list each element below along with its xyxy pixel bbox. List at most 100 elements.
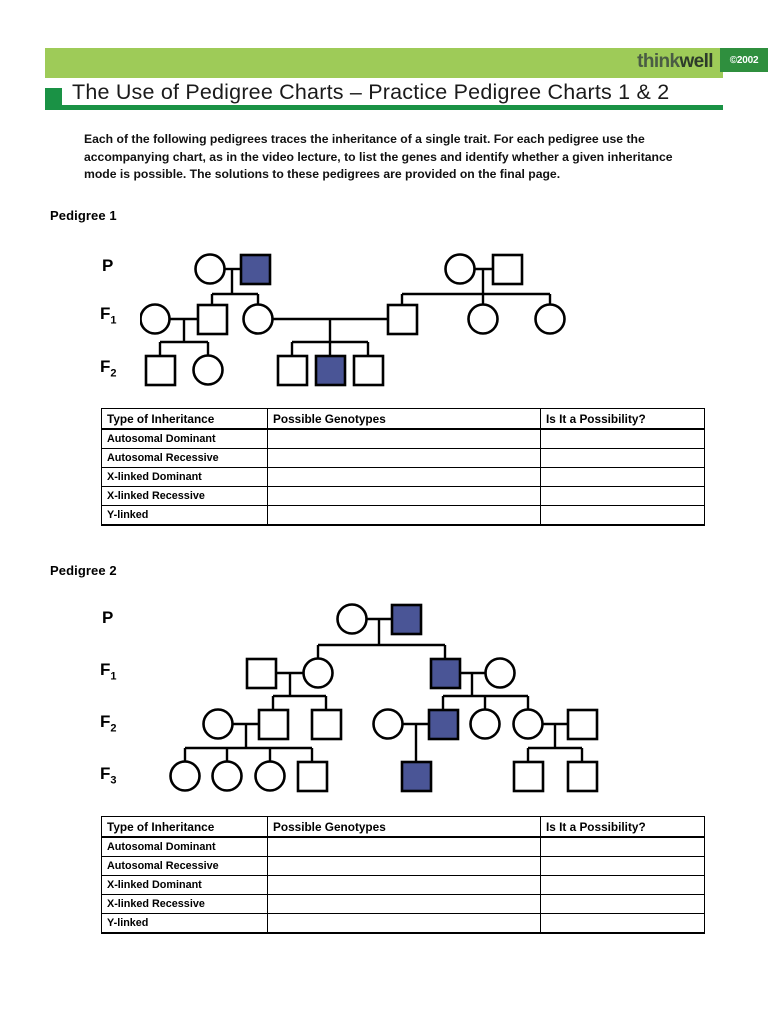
pedigree-1-heading: Pedigree 1 <box>50 208 117 223</box>
person-square-unaffected <box>276 354 309 387</box>
person-circle-unaffected <box>484 657 516 689</box>
person-square-affected <box>400 760 433 793</box>
pedigree-2-svg <box>169 603 599 793</box>
cell-genotypes[interactable] <box>267 505 541 526</box>
cell-genotypes[interactable] <box>267 856 541 876</box>
cell-possibility[interactable] <box>540 428 705 449</box>
title-accent-square <box>45 88 62 105</box>
col-header-possibility: Is It a Possibility? <box>540 816 705 838</box>
person-circle-unaffected <box>202 708 234 740</box>
table-header-row: Type of Inheritance Possible Genotypes I… <box>101 408 705 430</box>
cell-genotypes[interactable] <box>267 467 541 487</box>
pedigree-2-chart <box>160 596 620 796</box>
cell-genotypes[interactable] <box>267 428 541 449</box>
table-row: Autosomal Dominant <box>101 836 705 857</box>
cell-possibility[interactable] <box>540 486 705 506</box>
pedigree2-generation-label-p: P <box>102 608 114 627</box>
cell-possibility[interactable] <box>540 836 705 857</box>
table-row: X-linked Dominant <box>101 467 705 487</box>
cell-genotypes[interactable] <box>267 875 541 895</box>
cell-possibility[interactable] <box>540 856 705 876</box>
pedigree2-generation-label-f3: F3 <box>100 764 117 787</box>
table-row: Y-linked <box>101 505 705 526</box>
cell-genotypes[interactable] <box>267 894 541 914</box>
row-label-x-linked-recessive: X-linked Recessive <box>101 486 268 506</box>
table-row: Y-linked <box>101 913 705 934</box>
logo-well-text: well <box>679 51 713 72</box>
table-row: X-linked Recessive <box>101 486 705 506</box>
row-label-autosomal-recessive: Autosomal Recessive <box>101 448 268 468</box>
person-square-unaffected <box>352 354 385 387</box>
table-row: X-linked Dominant <box>101 875 705 895</box>
col-header-genotypes: Possible Genotypes <box>267 408 541 430</box>
person-circle-unaffected <box>469 708 501 740</box>
pedigree2-symbols <box>169 603 599 793</box>
pedigree2-generation-label-f2: F2 <box>100 712 117 735</box>
person-circle-unaffected <box>192 354 224 386</box>
cell-possibility[interactable] <box>540 467 705 487</box>
person-square-unaffected <box>296 760 329 793</box>
person-square-unaffected <box>386 303 419 336</box>
person-circle-unaffected <box>242 303 274 335</box>
cell-possibility[interactable] <box>540 894 705 914</box>
person-square-unaffected <box>566 760 599 793</box>
row-label-autosomal-dominant: Autosomal Dominant <box>101 428 268 449</box>
person-square-unaffected <box>491 253 524 286</box>
col-header-genotypes: Possible Genotypes <box>267 816 541 838</box>
row-label-autosomal-dominant: Autosomal Dominant <box>101 836 268 857</box>
person-circle-unaffected <box>211 760 243 792</box>
row-label-y-linked: Y-linked <box>101 505 268 526</box>
pedigree-1-svg <box>140 253 566 387</box>
table-row: Autosomal Recessive <box>101 856 705 876</box>
header-green-band <box>45 48 723 78</box>
person-circle-unaffected <box>140 303 171 335</box>
table-row: Autosomal Recessive <box>101 448 705 468</box>
thinkwell-logo: thinkwell <box>637 51 713 73</box>
person-circle-unaffected <box>254 760 286 792</box>
cell-possibility[interactable] <box>540 505 705 526</box>
title-row: The Use of Pedigree Charts – Practice Pe… <box>45 80 723 112</box>
person-circle-unaffected <box>336 603 368 635</box>
pedigree1-generation-label-p: P <box>102 256 114 275</box>
pedigree1-connector-lines <box>158 267 552 356</box>
copyright-badge: ©2002 <box>720 48 768 72</box>
pedigree2-connector-lines <box>183 617 584 762</box>
title-underline-rule <box>45 105 723 110</box>
cell-genotypes[interactable] <box>267 448 541 468</box>
person-square-affected <box>239 253 272 286</box>
row-label-x-linked-recessive: X-linked Recessive <box>101 894 268 914</box>
row-label-x-linked-dominant: X-linked Dominant <box>101 875 268 895</box>
person-circle-unaffected <box>444 253 476 285</box>
cell-possibility[interactable] <box>540 448 705 468</box>
cell-genotypes[interactable] <box>267 913 541 934</box>
person-square-unaffected <box>257 708 290 741</box>
person-square-unaffected <box>566 708 599 741</box>
page-title: The Use of Pedigree Charts – Practice Pe… <box>72 80 670 104</box>
cell-genotypes[interactable] <box>267 486 541 506</box>
cell-possibility[interactable] <box>540 875 705 895</box>
inheritance-table-2: Type of Inheritance Possible Genotypes I… <box>101 816 705 934</box>
pedigree2-generation-label-f1: F1 <box>100 660 117 683</box>
pedigree1-generation-label-f2: F2 <box>100 357 117 380</box>
person-circle-unaffected <box>194 253 226 285</box>
pedigree-1-chart <box>140 244 580 389</box>
inheritance-table-1: Type of Inheritance Possible Genotypes I… <box>101 408 705 526</box>
logo-think-text: think <box>637 51 680 72</box>
person-square-unaffected <box>144 354 177 387</box>
person-square-unaffected <box>512 760 545 793</box>
row-label-x-linked-dominant: X-linked Dominant <box>101 467 268 487</box>
table-row: Autosomal Dominant <box>101 428 705 449</box>
intro-paragraph: Each of the following pedigrees traces t… <box>84 132 673 181</box>
col-header-type: Type of Inheritance <box>101 408 268 430</box>
pedigree-2-heading: Pedigree 2 <box>50 563 117 578</box>
cell-genotypes[interactable] <box>267 836 541 857</box>
person-square-affected <box>390 603 423 636</box>
col-header-possibility: Is It a Possibility? <box>540 408 705 430</box>
pedigree1-generation-label-f1: F1 <box>100 304 117 327</box>
row-label-autosomal-recessive: Autosomal Recessive <box>101 856 268 876</box>
cell-possibility[interactable] <box>540 913 705 934</box>
person-square-affected <box>314 354 347 387</box>
person-square-affected <box>427 708 460 741</box>
col-header-type: Type of Inheritance <box>101 816 268 838</box>
